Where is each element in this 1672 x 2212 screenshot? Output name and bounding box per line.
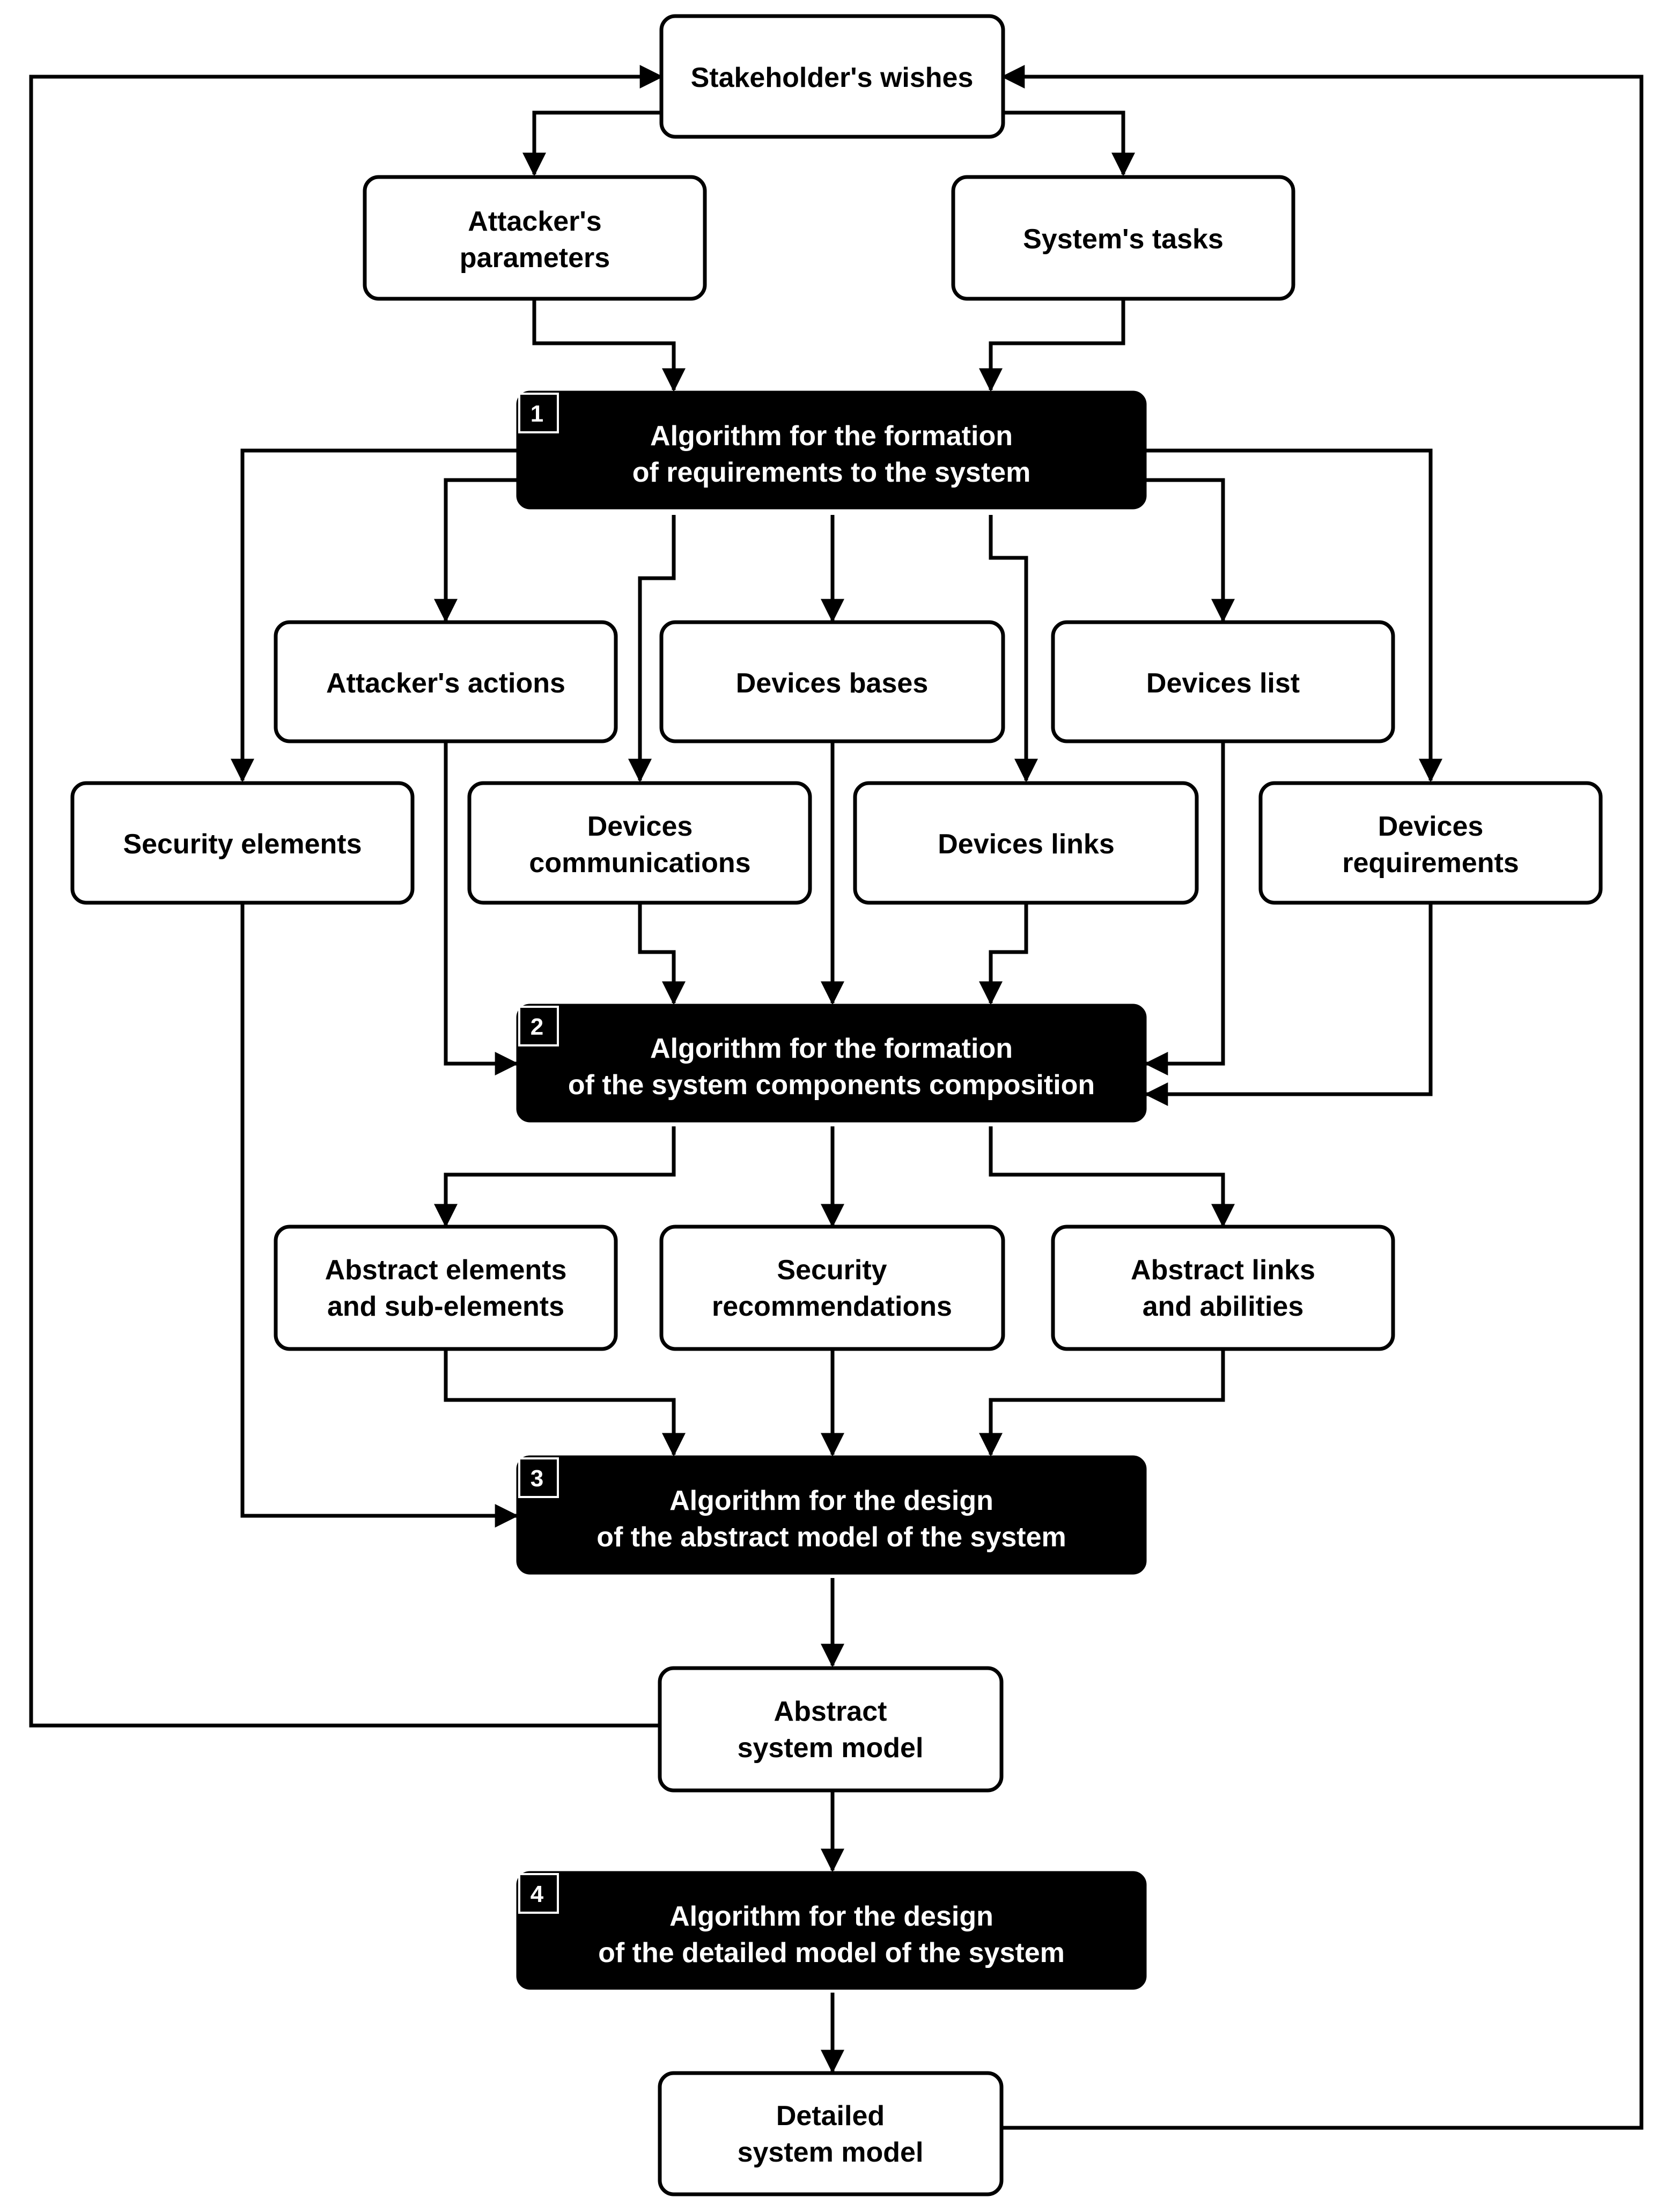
node-label: and sub-elements bbox=[327, 1291, 564, 1322]
algorithm-label: Algorithm for the design bbox=[669, 1901, 993, 1932]
arrow-algo1-to-devices-list bbox=[1146, 478, 1235, 623]
node-label: Devices list bbox=[1146, 668, 1300, 699]
node-label: Attacker's actions bbox=[326, 668, 565, 699]
algorithm-number: 2 bbox=[531, 1014, 543, 1040]
node-devices-links: Devices links bbox=[853, 781, 1199, 905]
node-detailed-system-model: Detailed system model bbox=[658, 2071, 1004, 2196]
node-devices-list: Devices list bbox=[1051, 620, 1395, 743]
arrow-algo1-to-devices-requirements bbox=[1146, 448, 1442, 783]
arrow-detailed-model-feedback bbox=[1001, 65, 1644, 2130]
arrow-devices-list-to-algo2 bbox=[1144, 740, 1225, 1075]
algorithm-label: Algorithm for the design bbox=[669, 1485, 993, 1516]
node-label: Abstract elements bbox=[325, 1255, 567, 1286]
arrow-devices-links-to-algo2 bbox=[979, 903, 1028, 1005]
algorithm-number: 3 bbox=[531, 1465, 543, 1492]
node-devices-requirements: Devices requirements bbox=[1258, 781, 1603, 905]
node-security-recommendations: Security recommendations bbox=[659, 1225, 1005, 1351]
node-label: parameters bbox=[460, 242, 610, 274]
node-abstract-system-model: Abstract system model bbox=[658, 1666, 1004, 1793]
connectors bbox=[29, 65, 1644, 2130]
node-systems-tasks: System's tasks bbox=[951, 175, 1295, 301]
arrow-attackers-actions-to-algo2 bbox=[444, 740, 519, 1075]
algorithm-label: of requirements to the system bbox=[632, 457, 1031, 488]
node-label: Security elements bbox=[123, 829, 362, 860]
node-label: Attacker's bbox=[468, 206, 601, 237]
node-stakeholders-wishes: Stakeholder's wishes bbox=[659, 14, 1005, 139]
node-security-elements: Security elements bbox=[70, 781, 415, 905]
node-label: Devices links bbox=[938, 829, 1115, 860]
arrow-algo1-to-devices-links bbox=[989, 515, 1038, 783]
algorithm-number: 1 bbox=[531, 401, 543, 427]
node-label: Abstract bbox=[774, 1696, 887, 1727]
arrow-algo2-to-abstract-links bbox=[989, 1126, 1235, 1228]
node-label: recommendations bbox=[712, 1291, 952, 1322]
node-label: Abstract links bbox=[1131, 1255, 1315, 1286]
algorithm-number: 4 bbox=[531, 1881, 544, 1907]
node-label: Security bbox=[777, 1255, 887, 1286]
arrow-algo1-to-devices-communications bbox=[628, 515, 676, 783]
arrow-devices-communications-to-algo2 bbox=[638, 903, 686, 1005]
node-devices-communications: Devices communications bbox=[467, 781, 812, 905]
algorithm-3-abstract-model: 3 Algorithm for the design of the abstra… bbox=[516, 1455, 1147, 1575]
node-label: System's tasks bbox=[1023, 224, 1224, 255]
node-label: Detailed bbox=[776, 2100, 885, 2132]
node-label: Stakeholder's wishes bbox=[691, 62, 974, 93]
node-label: communications bbox=[529, 847, 750, 879]
algorithm-label: of the detailed model of the system bbox=[598, 1937, 1065, 1968]
node-label: system model bbox=[738, 2137, 924, 2168]
algorithm-label: of the abstract model of the system bbox=[596, 1522, 1066, 1553]
node-abstract-elements: Abstract elements and sub-elements bbox=[274, 1225, 618, 1351]
node-attackers-parameters: Attacker's parameters bbox=[363, 175, 707, 301]
arrow-devices-requirements-to-algo2 bbox=[1144, 903, 1433, 1106]
arrow-abstract-links-to-algo3 bbox=[979, 1349, 1225, 1457]
algorithm-label: of the system components composition bbox=[568, 1070, 1095, 1101]
node-devices-bases: Devices bases bbox=[659, 620, 1005, 743]
arrow-wishes-to-attacker-params bbox=[522, 110, 661, 176]
node-label: Devices bbox=[587, 811, 693, 842]
node-abstract-links: Abstract links and abilities bbox=[1051, 1225, 1395, 1351]
node-label: and abilities bbox=[1143, 1291, 1304, 1322]
node-label: requirements bbox=[1342, 847, 1519, 879]
arrow-algo2-to-abstract-elements bbox=[434, 1126, 676, 1228]
algorithm-1-requirements: 1 Algorithm for the formation of require… bbox=[516, 390, 1147, 510]
arrow-algo1-to-attackers-actions bbox=[434, 478, 517, 623]
arrow-system-tasks-to-algo1 bbox=[979, 300, 1125, 392]
arrow-attacker-params-to-algo1 bbox=[532, 300, 686, 392]
arrow-algo1-to-security-elements bbox=[231, 448, 517, 783]
algorithm-label: Algorithm for the formation bbox=[650, 1033, 1013, 1064]
node-label: Devices bases bbox=[736, 668, 929, 699]
node-label: system model bbox=[738, 1732, 924, 1764]
node-label: Devices bbox=[1378, 811, 1484, 842]
algorithm-label: Algorithm for the formation bbox=[650, 421, 1013, 452]
node-attackers-actions: Attacker's actions bbox=[274, 620, 618, 743]
arrow-abstract-model-feedback bbox=[29, 65, 664, 1728]
algorithm-2-components-composition: 2 Algorithm for the formation of the sys… bbox=[516, 1004, 1147, 1123]
arrow-abstract-elements-to-algo3 bbox=[444, 1349, 686, 1457]
arrow-security-elements-to-algo3 bbox=[240, 903, 519, 1528]
arrow-wishes-to-system-tasks bbox=[1003, 110, 1135, 176]
algorithm-4-detailed-model: 4 Algorithm for the design of the detail… bbox=[516, 1871, 1147, 1990]
